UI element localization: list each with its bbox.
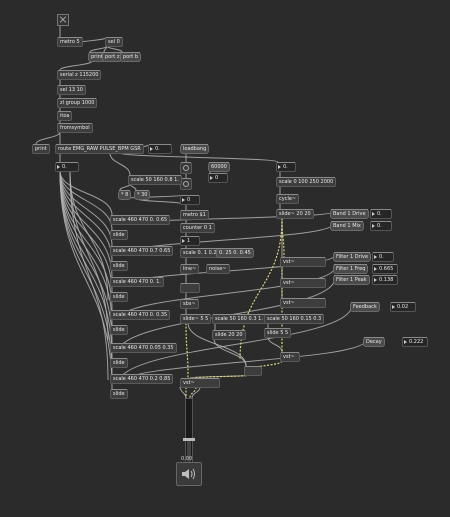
patch-cord[interactable] [109,152,131,176]
slide-object-3[interactable]: slide [110,292,128,302]
slide-object-1[interactable]: slide [110,230,128,240]
loadbang-object[interactable]: loadbang [180,144,210,154]
patch-cord[interactable] [59,170,113,293]
scale-object[interactable]: scale 50 160 0.8 1. [128,175,182,185]
slide-signal-object[interactable]: slide~ 20 20 [276,209,314,219]
scale-object-6[interactable]: scale 460 470 0.2 0.85 [110,374,174,384]
decay-number[interactable]: 0.222 [402,337,428,347]
counter-object[interactable]: counter 0 1 [180,223,215,233]
patch-cord[interactable] [187,322,247,367]
output-vst-object[interactable]: vst~ [180,378,220,388]
patch-cord[interactable] [69,170,109,301]
slide-signal-5-object[interactable]: slide~ 5 5 [180,314,212,324]
port-b-message[interactable]: port b [120,52,142,62]
scale-object-5[interactable]: scale 460 470 0.05 0.35 [110,343,177,353]
band1-mix-number[interactable]: 0. [370,221,392,231]
filter1-peak-message[interactable]: Filter 1 Peak [333,275,370,285]
patch-cord[interactable] [59,170,113,311]
slide-object-4[interactable]: slide [110,325,128,335]
print-object[interactable]: print [32,144,50,154]
slide-5-object[interactable]: slide 5 5 [264,328,292,338]
slide-20-object[interactable]: slide 20 20 [212,330,246,340]
gain-value-label: 0.00 [181,456,193,462]
patch-cord[interactable] [119,152,279,163]
times-30-message[interactable]: * 30 [134,190,151,200]
feedback-message[interactable]: Feedback [350,302,380,312]
metro-dollar-object[interactable]: metro $1 [180,210,209,220]
decay-message[interactable]: Decay [363,337,385,347]
speaker-icon [182,468,195,480]
patch-cord[interactable] [69,170,109,341]
vst-plugin-1[interactable]: vst~ [280,257,326,267]
patch-cord[interactable] [59,60,93,71]
number-box-counter[interactable]: 1 [180,236,200,246]
sbs-object[interactable]: sbs~ [180,299,199,309]
slide-object-6[interactable]: slide [110,389,128,399]
patch-cord[interactable] [69,170,109,381]
filter1-freq-number[interactable]: 0.665 [372,264,398,274]
patch-cord[interactable] [59,170,113,278]
itoa-object[interactable]: itoa [57,111,73,121]
signal-cord[interactable] [185,322,189,379]
number-box[interactable]: 0. [148,144,172,154]
scale-object-3[interactable]: scale 460 470 0. 1. [110,277,164,287]
number-box-gsr[interactable]: 0. [276,162,296,172]
filter1-peak-number[interactable]: 0.138 [372,275,398,285]
slide-object-2[interactable]: slide [110,261,128,271]
patch-cord[interactable] [117,304,353,385]
mult-object[interactable] [180,283,200,293]
close-toggle-icon[interactable] [57,14,69,26]
serial-object[interactable]: serial z 115200 [57,70,102,80]
band1-drive-message[interactable]: Band 1 Drive [330,209,369,219]
cycle-object[interactable]: cycle~ [276,194,300,204]
gain-slider-handle[interactable] [183,438,195,441]
bang-button[interactable] [180,162,192,174]
noise-object[interactable]: noise~ [206,264,230,274]
patch-cord[interactable] [35,131,61,145]
times-8-message[interactable]: * 8 [118,190,132,200]
signal-cord[interactable] [239,217,283,361]
vst-plugin-4[interactable]: vst~ [280,352,300,362]
patch-cord[interactable] [267,336,283,353]
patch-cord[interactable] [59,170,113,216]
metro-object[interactable]: metro 5 [57,37,83,47]
zl-group-object[interactable]: zl group 1000 [57,98,98,108]
filter1-drive-message[interactable]: Filter 1 Drive [333,252,372,262]
scale-015-object[interactable]: scale 50 160 0.15 0.3 [264,314,325,324]
vst-plugin-3[interactable]: vst~ [280,298,326,308]
signal-cord[interactable] [189,386,197,399]
band1-drive-number[interactable]: 0. [370,209,392,219]
add-object[interactable] [244,366,262,376]
scale-object-4[interactable]: scale 460 470 0. 0.35 [110,310,171,320]
scale-object-2[interactable]: scale 460 470 0.7 0.65 [110,246,174,256]
ramp-message[interactable]: 0. 25 0. 0.45 [216,248,254,258]
patch-cord[interactable] [59,170,113,390]
ezdac-speaker-button[interactable] [176,462,202,486]
vst-plugin-2[interactable]: vst~ [280,278,326,288]
fromsymbol-object[interactable]: fromsymbol [57,123,93,133]
number-box-star[interactable]: 0 [180,195,200,205]
filter1-freq-message[interactable]: Filter 1 Freq [333,264,369,274]
patch-cord[interactable] [59,170,113,359]
scale-50-160-object[interactable]: scale 50 160 0.3 1. [212,314,266,324]
scale-0-100-object[interactable]: scale 0 100 250 2000 [276,177,337,187]
slide-object-5[interactable]: slide [110,358,128,368]
route-object[interactable]: route EMG_RAW PULSE_BPM GSR [55,144,144,154]
number-box-ms[interactable]: 0 [208,173,228,183]
sel-object[interactable]: sel 0 [105,37,123,47]
patch-cord[interactable] [191,386,201,399]
line-object[interactable]: line~ [180,264,200,274]
sel-13-10-object[interactable]: sel 13 10 [57,85,86,95]
scale-object-1[interactable]: scale 460 470 0. 0.65 [110,215,171,225]
filter1-drive-number[interactable]: 0. [372,252,394,262]
patch-cord[interactable] [179,386,187,399]
number-box-emg[interactable]: 0. [55,162,79,172]
band1-mix-message[interactable]: Band 1 Mix [330,221,364,231]
msg-60000[interactable]: 60000 [208,162,230,172]
feedback-number[interactable]: 0.02 [390,302,416,312]
